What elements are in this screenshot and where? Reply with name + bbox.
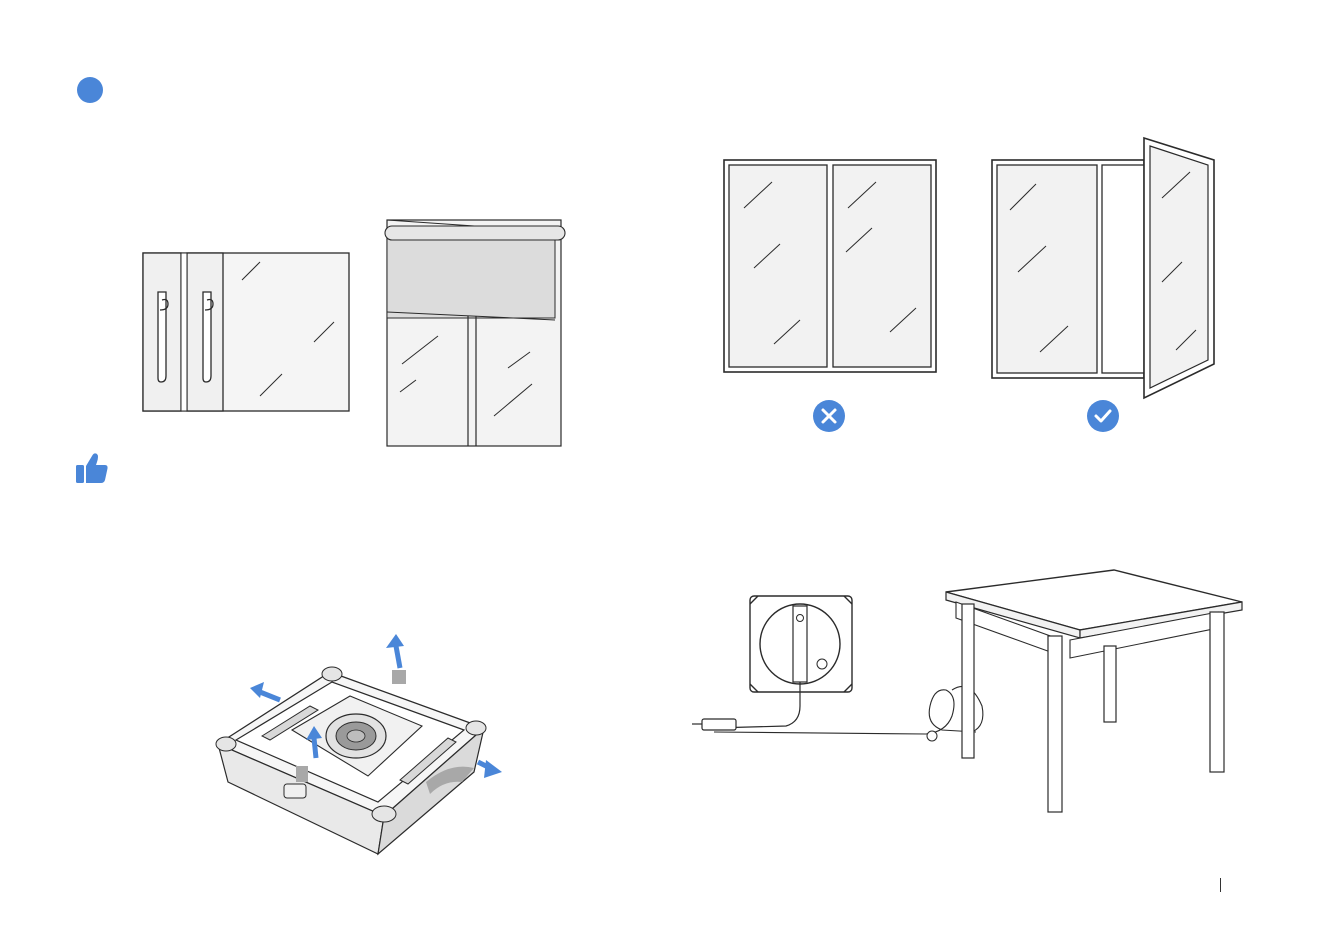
sliding-door-illustration <box>140 250 352 414</box>
safety-rope-table-illustration <box>690 566 1250 818</box>
check-circle-icon <box>1086 399 1120 433</box>
fixed-double-window-illustration <box>720 156 942 378</box>
step-marker-icon <box>76 76 104 104</box>
casement-window-illustration <box>986 132 1224 402</box>
robot-underside-illustration <box>200 632 520 864</box>
roller-blind-window-illustration <box>384 216 568 448</box>
page-footer-divider <box>1220 878 1221 892</box>
cross-circle-icon <box>812 399 846 433</box>
thumbs-up-icon <box>74 450 110 486</box>
